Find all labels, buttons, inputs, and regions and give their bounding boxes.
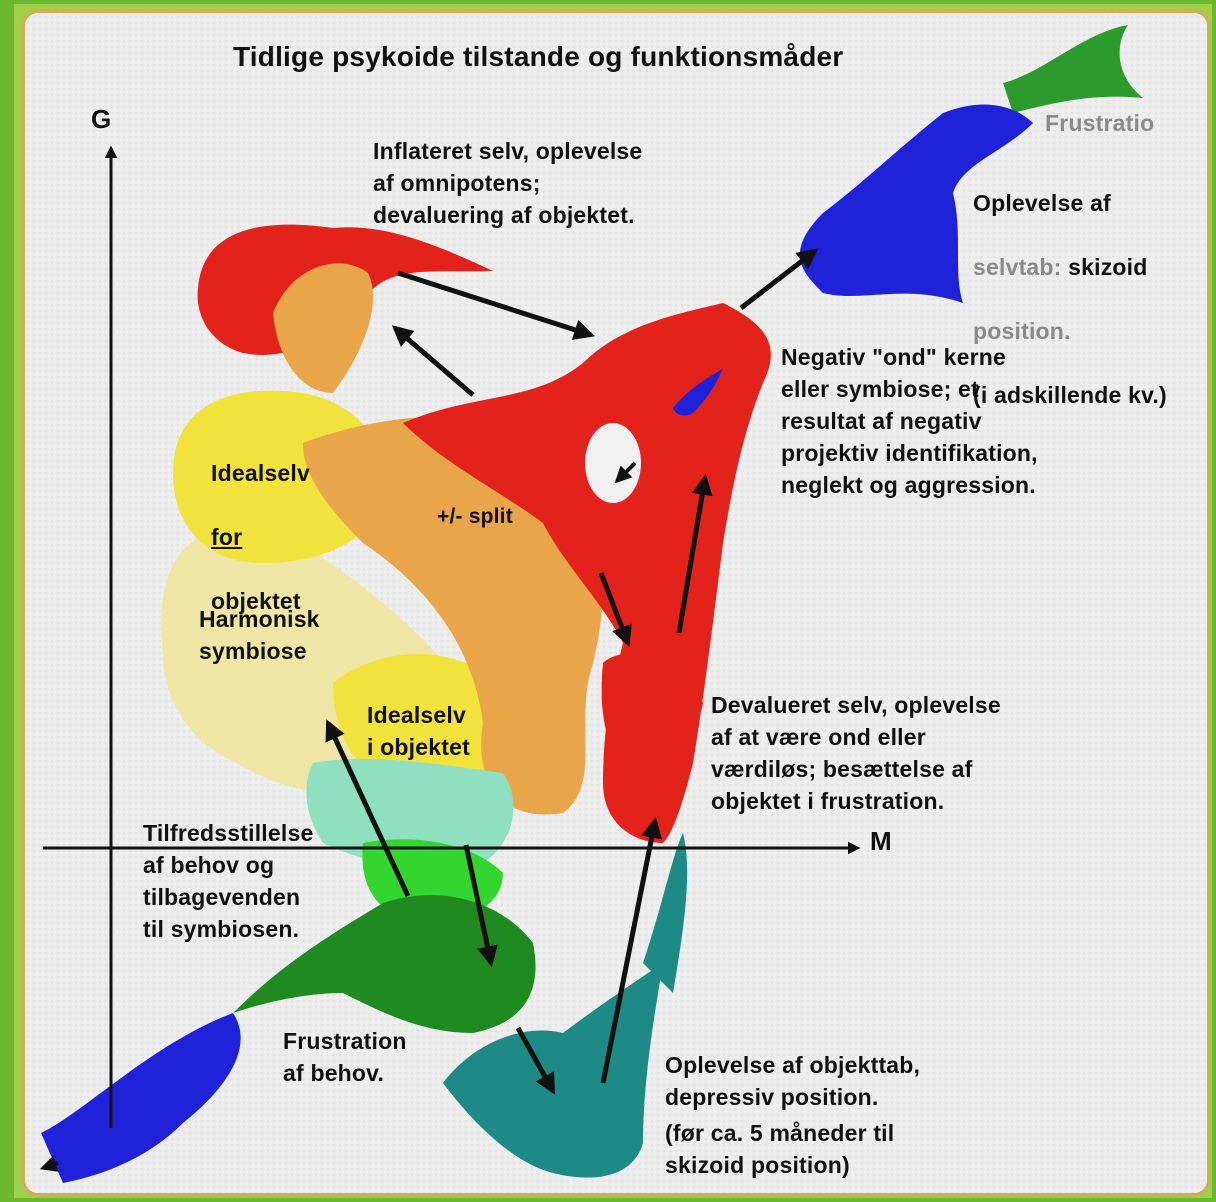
idealself-for-line2: for — [211, 521, 310, 553]
label-frustration-behov: Frustration af behov. — [283, 1025, 407, 1089]
selvtab-rest: skizoid — [1062, 254, 1148, 280]
selvtab-line1: Oplevelse af — [973, 187, 1167, 219]
label-split: +/- split — [437, 501, 513, 533]
selvtab-faded: selvtab: — [973, 254, 1062, 280]
label-objekttab: Oplevelse af objekttab, depressiv positi… — [665, 1049, 920, 1113]
y-axis-label: G — [91, 103, 111, 135]
label-tilfredsstillelse: Tilfredsstillelse af behov og tilbageven… — [143, 817, 313, 945]
diagram-title: Tidlige psykoide tilstande og funktionsm… — [233, 41, 843, 73]
idealself-for-line1: Idealselv — [211, 457, 310, 489]
label-foer-5-maaneder: (før ca. 5 måneder til skizoid position) — [665, 1117, 894, 1181]
diagram-panel: Tidlige psykoide tilstande og funktionsm… — [22, 10, 1210, 1196]
x-axis-label: M — [870, 825, 892, 857]
label-frustration-top: Frustratio — [1045, 107, 1154, 139]
label-inflated-self: Inflateret selv, oplevelse af omnipotens… — [373, 135, 642, 231]
label-idealself-in-object: Idealselv i objektet — [367, 699, 470, 763]
label-negativ-kerne: Negativ "ond" kerne eller symbiose; et r… — [781, 341, 1038, 501]
selvtab-line2: selvtab: skizoid — [973, 251, 1167, 283]
label-devalued-self: Devalueret selv, oplevelse af at være on… — [711, 689, 1001, 817]
label-harmonisk: Harmonisk symbiose — [199, 603, 320, 667]
